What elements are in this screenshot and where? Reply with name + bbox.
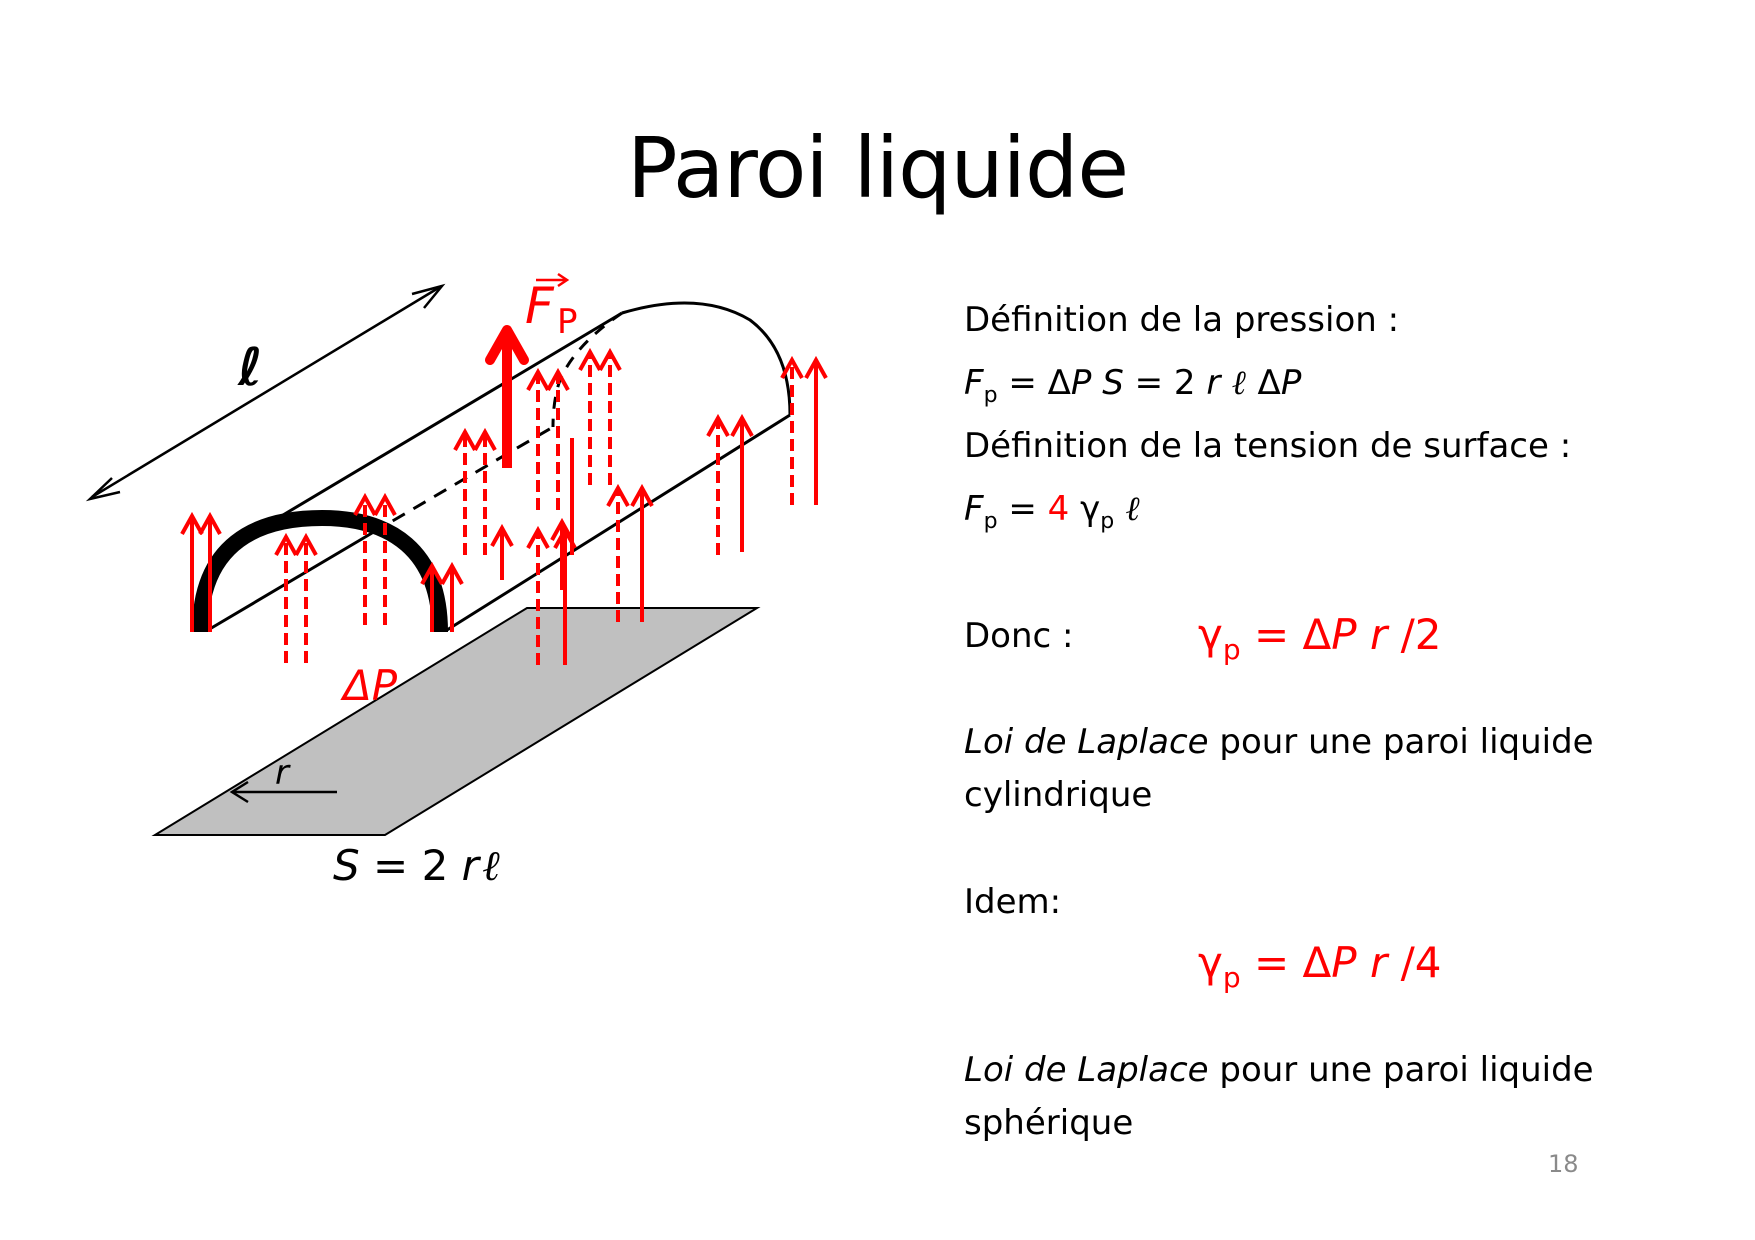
tension-equation: Fp = 4 γp ℓ — [964, 487, 1141, 544]
eq-part: = Δ — [1240, 938, 1332, 987]
eq-symbol: F — [964, 363, 984, 403]
eq-subscript: p — [983, 383, 998, 408]
eq-coefficient: 4 — [1047, 489, 1070, 529]
law-name: Loi de Laplace — [964, 1050, 1209, 1090]
length-label: ℓ — [237, 338, 263, 398]
law-description: pour une paroi liquide — [1208, 1050, 1594, 1090]
pressure-arrows-solid-2 — [490, 483, 654, 665]
eq-part: = Δ — [1240, 610, 1332, 659]
svg-text:F: F — [525, 277, 555, 335]
tension-definition-heading: Définition de la tension de surface : — [964, 426, 1572, 466]
eq-symbol: r — [1369, 610, 1388, 659]
eq-part: = Δ — [997, 363, 1071, 403]
laplace-cylindrical-line1: Loi de Laplace pour une paroi liquide — [964, 720, 1594, 764]
liquid-wall-arch — [192, 509, 448, 633]
eq-part: /2 — [1387, 610, 1442, 659]
eq-subscript: p — [983, 509, 998, 534]
eq-symbol: r — [1369, 938, 1388, 987]
svg-text:P: P — [557, 302, 578, 342]
eq-part — [1357, 610, 1370, 659]
eq-symbol: γ — [1069, 489, 1101, 529]
eq-symbol: γ — [1198, 610, 1223, 659]
laplace-spherical-line2: sphérique — [964, 1103, 1134, 1143]
eq-symbol: P — [1070, 363, 1092, 403]
eq-part: = — [997, 489, 1048, 529]
slide-title: Paroi liquide — [626, 119, 1129, 217]
eq-symbol: r — [1206, 363, 1221, 403]
laplace-cylindrical-line2: cylindrique — [964, 775, 1153, 815]
laplace-spherical-line1: Loi de Laplace pour une paroi liquide — [964, 1048, 1594, 1092]
eq-subscript: p — [1222, 633, 1241, 666]
resultant-force-arrow — [485, 325, 529, 468]
eq-subscript: p — [1100, 509, 1115, 534]
eq-part — [1091, 363, 1102, 403]
pressure-delta-label: ΔP — [340, 661, 398, 710]
surface-label: S = 2 rℓ — [333, 841, 501, 890]
eq-symbol: ℓ — [1220, 363, 1247, 403]
pressure-arrows-dashed — [274, 347, 804, 665]
pressure-equation: Fp = ΔP S = 2 r ℓ ΔP — [964, 361, 1301, 418]
eq-part: = 2 — [1123, 363, 1207, 403]
eq-part: Δ — [1246, 363, 1281, 403]
pressure-definition-heading: Définition de la pression : — [964, 300, 1400, 340]
eq-symbol: S — [1102, 363, 1124, 403]
donc-label: Donc : — [964, 616, 1074, 656]
eq-part — [1357, 938, 1370, 987]
length-arrow — [85, 283, 446, 502]
eq-symbol: P — [1331, 938, 1357, 987]
cylindrical-result-equation: γp = ΔP r /2 — [1198, 610, 1441, 675]
eq-symbol: F — [964, 489, 984, 529]
projected-surface — [151, 607, 761, 836]
idem-label: Idem: — [964, 882, 1062, 922]
eq-symbol: γ — [1198, 938, 1223, 987]
cylinder-outline — [207, 301, 792, 632]
pressure-arrows-solid — [180, 355, 828, 632]
law-description: pour une paroi liquide — [1208, 722, 1594, 762]
eq-symbol: P — [1331, 610, 1357, 659]
law-name: Loi de Laplace — [964, 722, 1209, 762]
force-label: F P — [525, 272, 578, 342]
radius-arrow — [229, 780, 337, 804]
radius-label: r — [275, 753, 291, 793]
page-number: 18 — [1548, 1150, 1579, 1178]
spherical-result-equation: γp = ΔP r /4 — [1198, 938, 1441, 1003]
eq-symbol: P — [1280, 363, 1302, 403]
eq-part: /4 — [1387, 938, 1442, 987]
eq-symbol: ℓ — [1114, 489, 1141, 529]
eq-subscript: p — [1222, 961, 1241, 994]
